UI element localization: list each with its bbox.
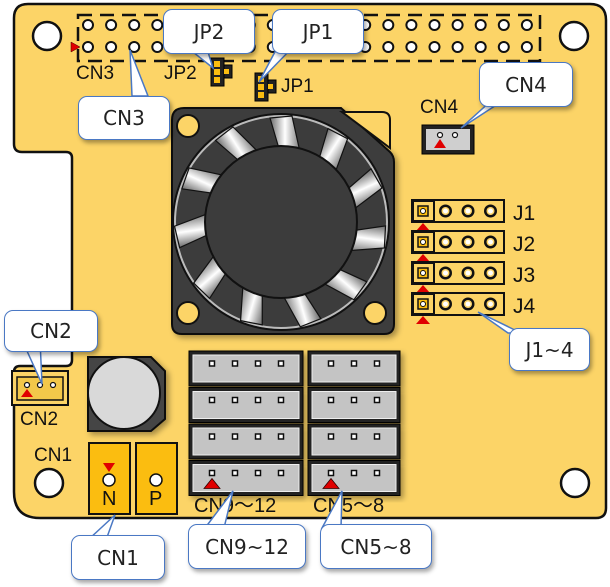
mounting-hole (33, 467, 65, 499)
gpio-pin (520, 41, 533, 53)
gpio-pin (382, 19, 395, 31)
pin1-marker (416, 254, 430, 262)
cn2-connector (11, 370, 69, 406)
silk-j1: J1 (513, 202, 536, 225)
gpio-pin (497, 19, 510, 31)
cn5-8-connector-row (307, 350, 401, 387)
header-j4 (411, 292, 505, 324)
buzzer-top (87, 356, 161, 430)
cn9-12-connector-row (188, 387, 304, 423)
fan-corner-cutout (339, 111, 391, 150)
gpio-pin (451, 19, 464, 31)
silk-jp2: JP2 (164, 63, 197, 84)
gpio-pin (105, 19, 118, 31)
gpio-pin (82, 41, 94, 53)
gpio-pin (105, 41, 118, 53)
gpio-pin (82, 19, 94, 31)
gpio-pin (128, 19, 141, 31)
header-j1 (411, 199, 505, 231)
gpio-pin (405, 19, 418, 31)
pin1-marker (416, 316, 430, 324)
fan-screw-hole (176, 114, 200, 138)
cn5-8-connector-row (307, 387, 401, 423)
cn9-12-connector-row (188, 460, 304, 496)
silk-j3: J3 (513, 264, 536, 287)
cn9-12-connector-row (188, 423, 304, 460)
j1-j4-headers (411, 199, 505, 324)
gpio-pin (497, 41, 510, 53)
silk-jp1: JP1 (281, 76, 314, 97)
cn4-connector (421, 124, 475, 155)
mounting-hole (31, 20, 63, 52)
silk-cn3: CN3 (76, 63, 115, 84)
silk-cn5-8: CN5～8 (313, 495, 385, 517)
mounting-hole (559, 467, 591, 499)
silk-cn4: CN4 (420, 97, 459, 118)
gpio-pin (428, 19, 441, 31)
cn5-8-connector-row (307, 423, 401, 460)
gpio-pin (151, 41, 164, 53)
gpio-pin (520, 19, 533, 31)
cn9-12-connector-row (188, 350, 304, 387)
cn3-pin1-marker (70, 41, 81, 53)
fan-hub (204, 145, 358, 299)
silk-cn2: CN2 (20, 409, 59, 430)
gpio-pin (451, 41, 464, 53)
fan-screw-hole (363, 301, 387, 325)
silk-j2: J2 (513, 233, 536, 256)
gpio-pin (128, 41, 141, 53)
silk-cn1: CN1 (34, 445, 73, 466)
cn1-terminal-p (135, 442, 178, 515)
gpio-pin (151, 19, 164, 31)
gpio-pin (382, 41, 395, 53)
gpio-pin (428, 41, 441, 53)
silk-j4: J4 (513, 295, 536, 318)
gpio-pin (405, 41, 418, 53)
cn5-8-connector-row (307, 460, 401, 496)
pin1-marker (416, 223, 430, 231)
pin1-marker (322, 477, 340, 489)
gpio-pin (474, 19, 487, 31)
mounting-hole (558, 20, 590, 52)
fan-screw-hole (176, 301, 200, 325)
silk-n: N (102, 488, 117, 510)
silk-cn9-12: CN9～12 (194, 495, 277, 517)
pin1-marker (416, 285, 430, 293)
cn1-terminal-n (88, 442, 131, 515)
header-j3 (411, 261, 505, 293)
cn-connector-blocks (188, 350, 401, 496)
header-j2 (411, 230, 505, 262)
silk-p: P (149, 488, 163, 510)
gpio-pin (474, 41, 487, 53)
pin1-marker (203, 477, 221, 489)
